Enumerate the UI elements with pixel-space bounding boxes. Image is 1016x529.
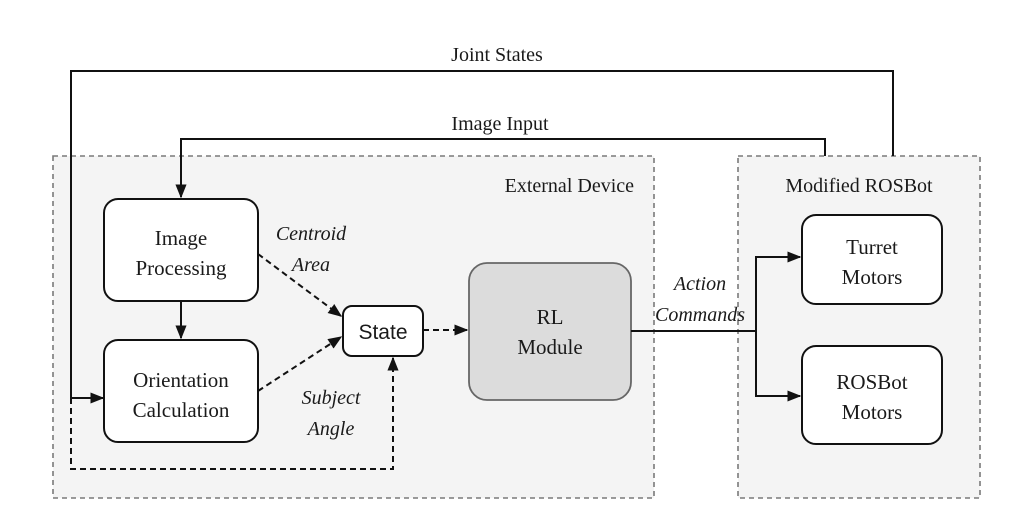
node-orientation-calculation: Orientation Calculation	[103, 339, 259, 443]
rosbot-motors-line1: ROSBot	[836, 370, 907, 394]
rl-module-line1: RL	[537, 305, 564, 329]
node-rosbot-motors: ROSBot Motors	[801, 345, 943, 445]
turret-line1: Turret	[846, 235, 898, 259]
subject-label: Subject	[302, 387, 361, 409]
centroid-label: Centroid	[276, 223, 347, 245]
modified-rosbot-group: Modified ROSBot	[737, 155, 981, 499]
angle-label: Angle	[306, 418, 355, 440]
edge-centroid-area: Centroid Area	[257, 223, 347, 317]
image-processing-line2: Processing	[136, 256, 227, 280]
edge-action-commands: Action Commands	[631, 251, 802, 402]
area-label: Area	[290, 254, 330, 276]
node-rl-module: RL Module	[468, 262, 632, 401]
edge-subject-angle: Subject Angle	[257, 336, 361, 440]
image-processing-line1: Image	[155, 226, 207, 250]
edge-joint-states: Joint States	[70, 44, 894, 404]
joint-states-label: Joint States	[451, 44, 543, 66]
rosbot-motors-line2: Motors	[842, 400, 903, 424]
modified-rosbot-label: Modified ROSBot	[785, 175, 933, 197]
image-input-label: Image Input	[451, 113, 549, 135]
node-image-processing: Image Processing	[103, 198, 259, 302]
node-turret-motors: Turret Motors	[801, 214, 943, 305]
commands-label: Commands	[655, 304, 745, 326]
orientation-line2: Calculation	[133, 398, 230, 422]
rl-module-line2: Module	[517, 335, 582, 359]
orientation-line1: Orientation	[133, 368, 229, 392]
external-device-label: External Device	[505, 175, 634, 197]
state-label: State	[358, 321, 407, 344]
action-label: Action	[672, 273, 726, 295]
edge-orientation-loop	[70, 356, 399, 470]
node-state: State	[342, 305, 424, 357]
turret-line2: Motors	[842, 265, 903, 289]
edge-image-input: Image Input	[175, 113, 826, 199]
